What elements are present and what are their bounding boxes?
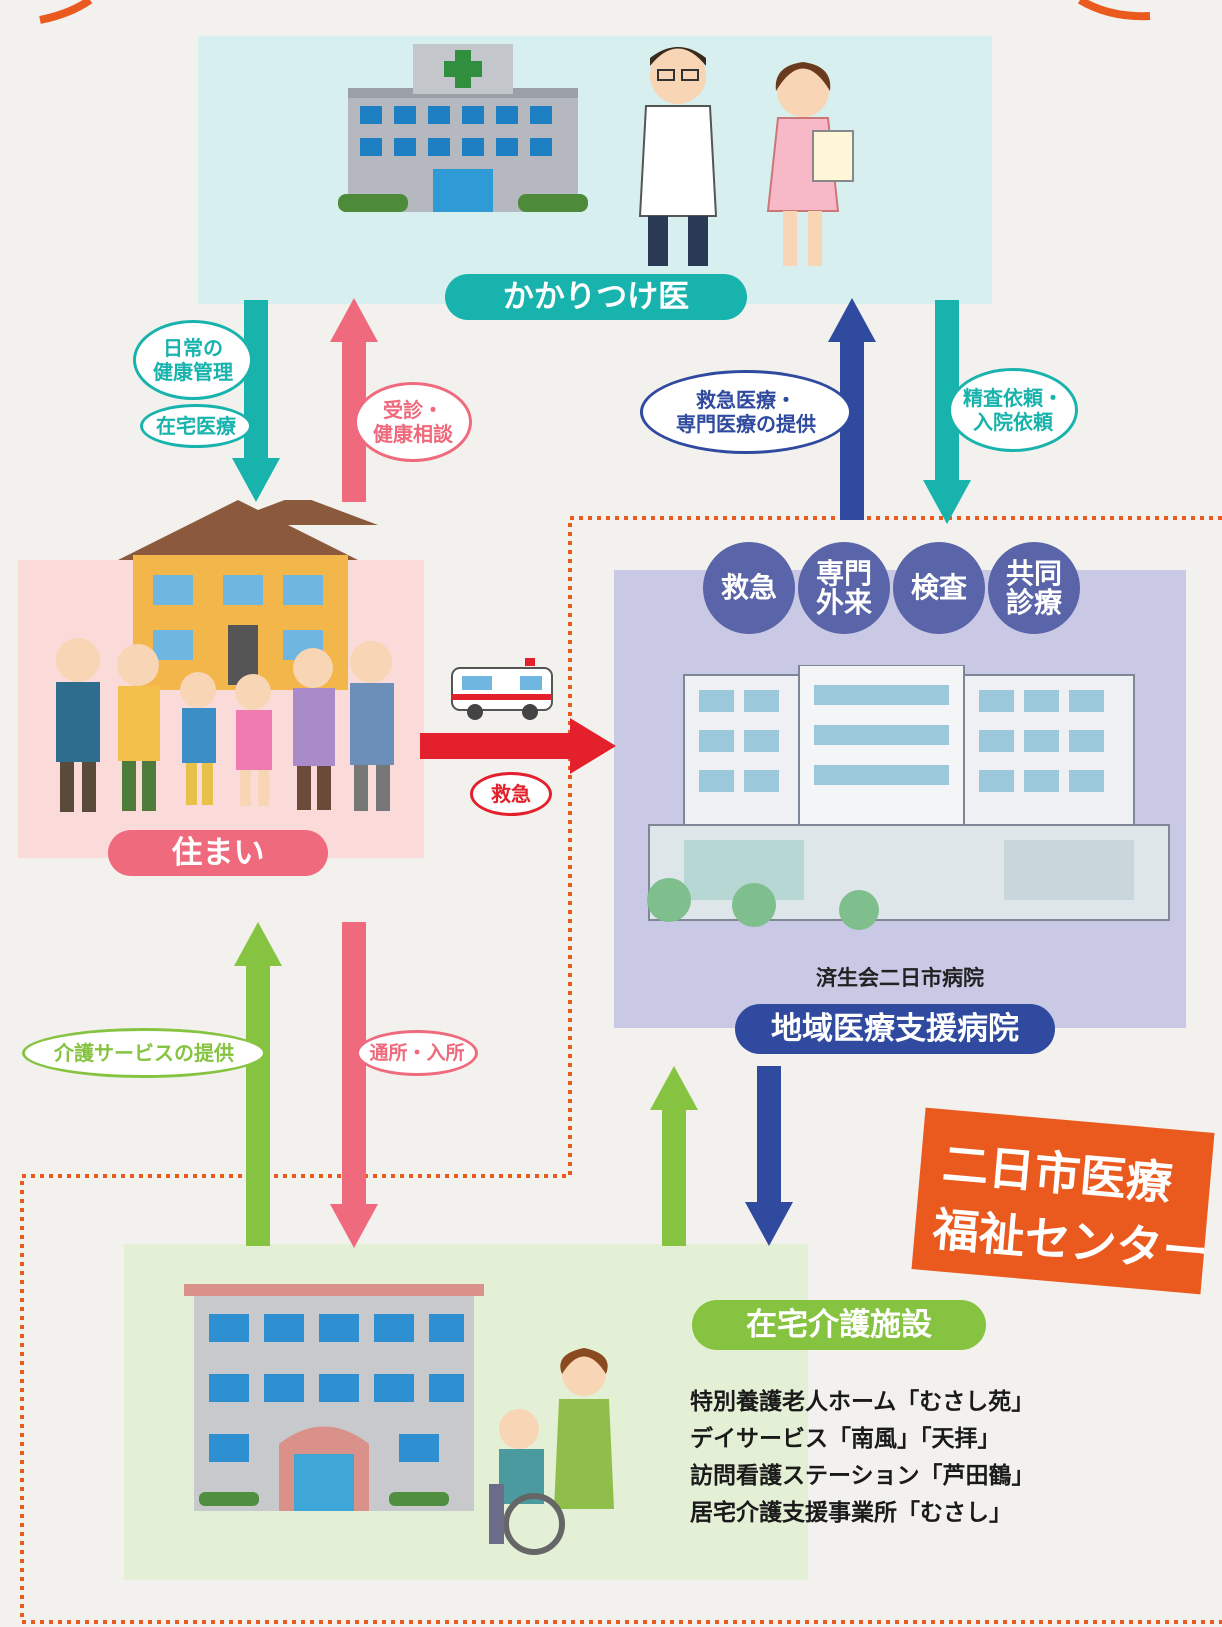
label-care-service: 介護サービスの提供 — [22, 1028, 266, 1078]
clinic-label: かかりつけ医 — [445, 274, 747, 320]
ambulance-icon — [451, 658, 553, 720]
arrow-clinic-to-home — [232, 300, 280, 502]
facility-2: デイサービス「南風」「天拝」 — [690, 1426, 1001, 1452]
arrow-emergency — [420, 718, 616, 774]
label-referral: 精査依頼・ 入院依頼 — [948, 368, 1078, 452]
home-panel — [18, 500, 424, 858]
service-emergency: 救急 — [703, 542, 795, 634]
label-day-admission: 通所・入所 — [356, 1030, 478, 1076]
hospital-label: 地域医療支援病院 — [735, 1004, 1055, 1054]
arrow-hospital-to-clinic — [828, 298, 876, 520]
service-specialist: 専門 外来 — [798, 542, 890, 634]
care-label: 在宅介護施設 — [692, 1300, 986, 1350]
top-decoration — [39, 0, 1151, 24]
caregiver-wheelchair-icon — [489, 1348, 614, 1555]
facility-1: 特別養護老人ホーム「むさし苑」 — [690, 1389, 1035, 1415]
arrow-home-to-care — [330, 922, 378, 1248]
arrow-care-to-home — [234, 922, 282, 1246]
label-emergency: 救急 — [470, 772, 552, 816]
service-exam: 検査 — [893, 542, 985, 634]
arrow-hospital-to-care — [745, 1066, 793, 1246]
center-title-banner: 二日市医療 福祉センター — [911, 1107, 1215, 1295]
label-consult: 受診・ 健康相談 — [354, 382, 472, 462]
home-label: 住まい — [108, 830, 328, 876]
facility-3: 訪問看護ステーション「芦田鶴」 — [690, 1463, 1035, 1489]
care-building-icon — [184, 1284, 484, 1511]
hospital-panel — [614, 570, 1186, 1028]
label-home-care: 在宅医療 — [140, 404, 252, 448]
house-family-icon — [56, 500, 394, 812]
arrow-clinic-to-hospital — [923, 300, 971, 524]
doctor-nurse-icon — [638, 47, 854, 266]
service-joint: 共同 診療 — [988, 542, 1080, 634]
arrow-care-to-hospital — [650, 1066, 698, 1246]
clinic-building-icon — [338, 44, 588, 212]
hospital-building-icon — [647, 665, 1170, 930]
clinic-panel — [198, 36, 992, 304]
hospital-name: 済生会二日市病院 — [816, 966, 984, 990]
label-emergency-specialist: 救急医療・ 専門医療の提供 — [640, 370, 852, 454]
label-daily-health: 日常の 健康管理 — [133, 320, 253, 400]
care-panel — [124, 1244, 808, 1580]
facility-4: 居宅介護支援事業所「むさし」 — [690, 1500, 1012, 1526]
